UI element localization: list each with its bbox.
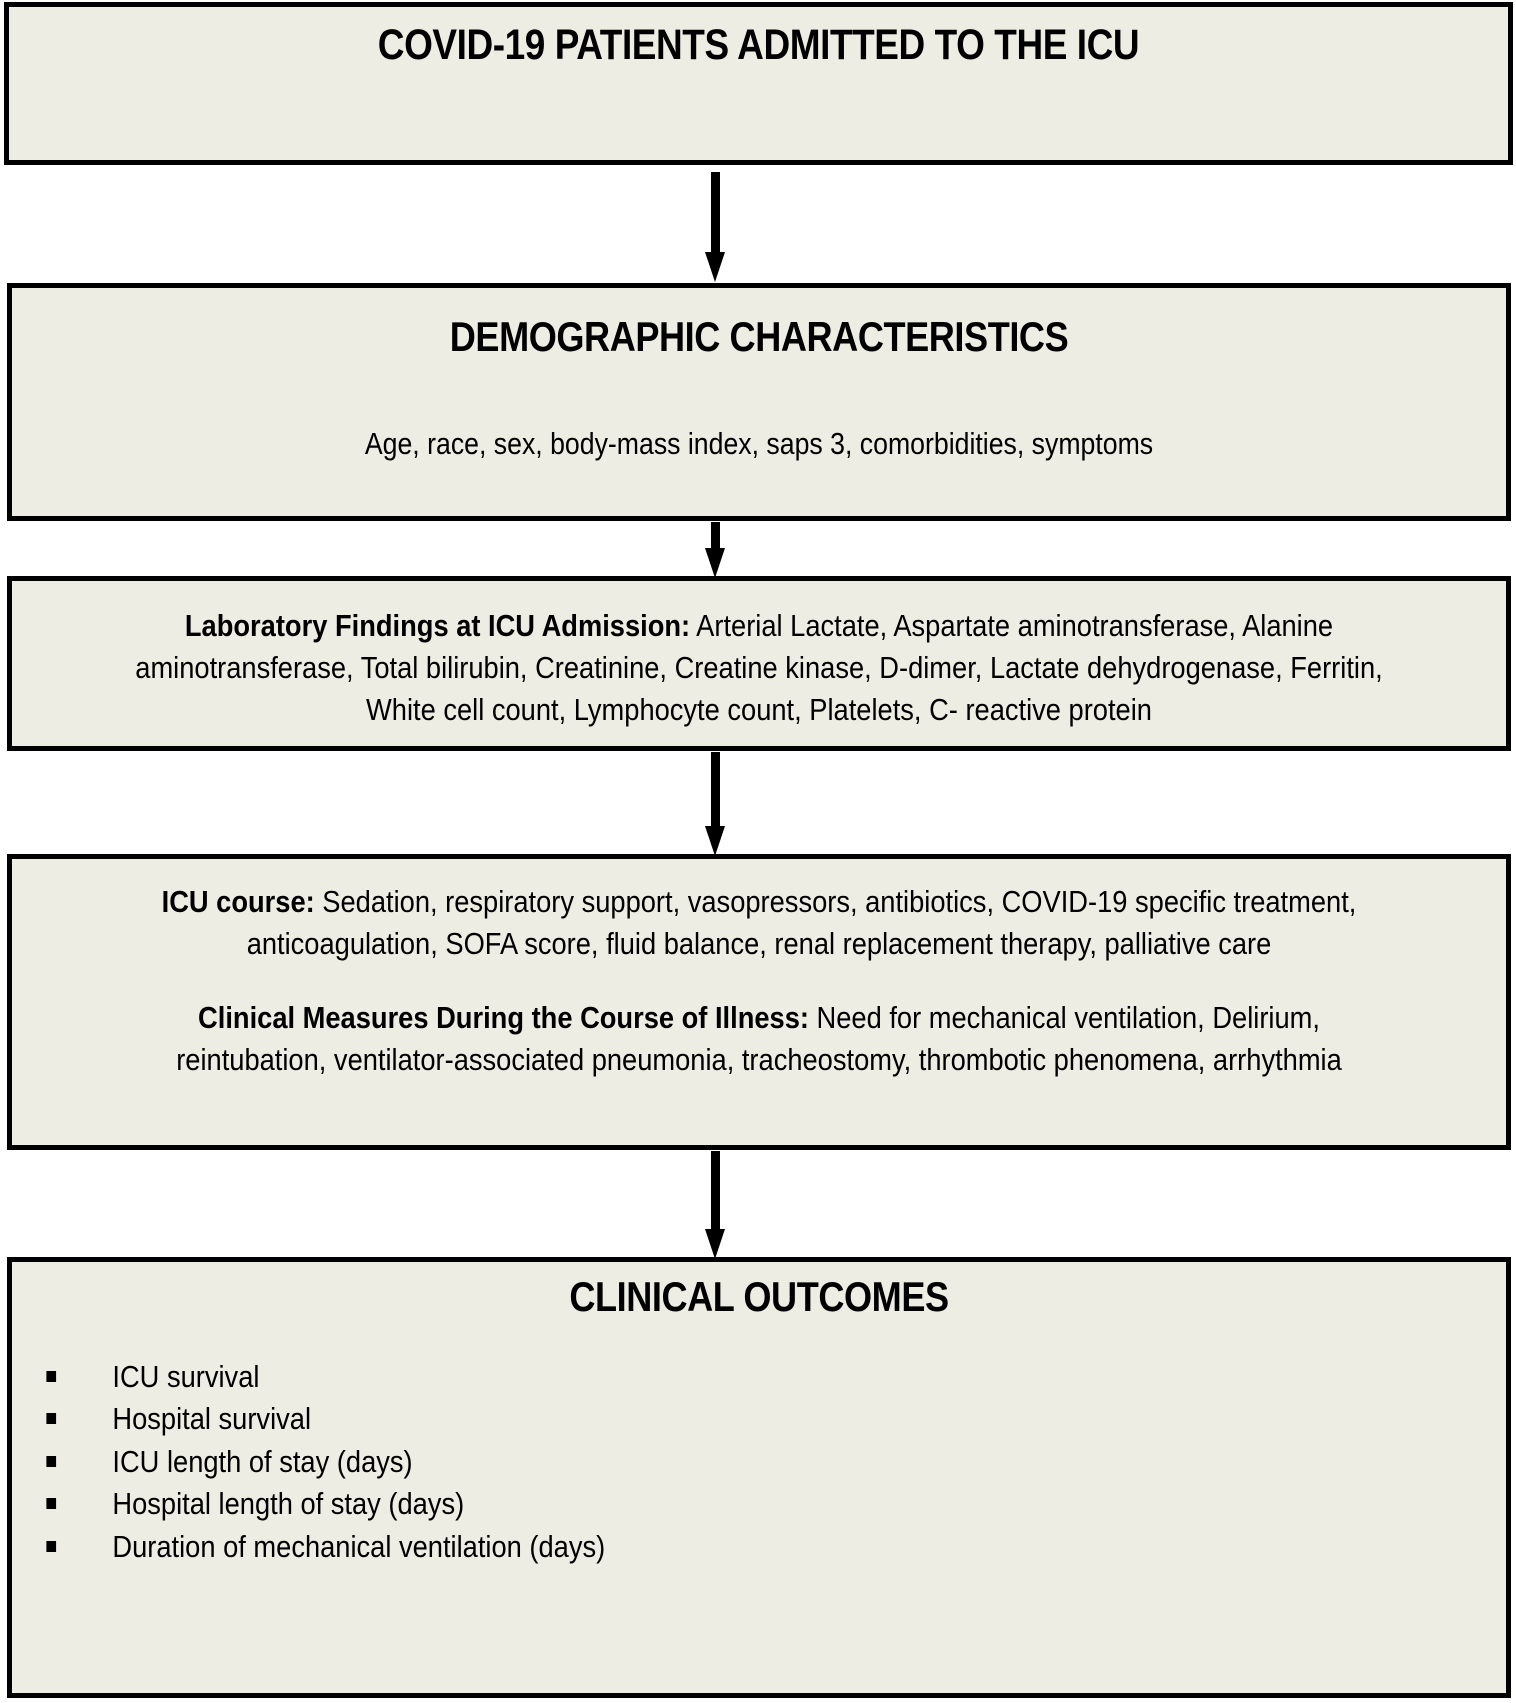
arrow-down-icon-2 xyxy=(705,522,725,578)
list-item-label: Hospital length of stay (days) xyxy=(112,1486,465,1522)
arrow-head xyxy=(705,1229,725,1259)
list-item: ICU survival xyxy=(42,1356,1330,1398)
node-labs-body: Arterial Lactate, Aspartate aminotransfe… xyxy=(135,608,1383,728)
square-bullet-icon xyxy=(46,1498,57,1510)
list-item: Hospital length of stay (days) xyxy=(42,1483,1330,1525)
node-icu-course-paragraph: ICU course: Sedation, respiratory suppor… xyxy=(102,859,1417,965)
list-item-label: Hospital survival xyxy=(112,1401,312,1437)
node-clinical-measures-paragraph: Clinical Measures During the Course of I… xyxy=(102,965,1417,1081)
node-demographics-title: DEMOGRAPHIC CHARACTERISTICS xyxy=(449,313,1069,360)
arrow-head xyxy=(705,548,725,578)
arrow-down-icon-1 xyxy=(705,172,725,282)
square-bullet-icon xyxy=(46,1413,57,1425)
arrow-down-icon-4 xyxy=(705,1151,725,1259)
list-item: Hospital survival xyxy=(42,1398,1330,1440)
node-labs-paragraph: Laboratory Findings at ICU Admission: Ar… xyxy=(102,581,1417,731)
arrow-shaft xyxy=(711,1151,720,1231)
node-clinical-measures-body: Need for mechanical ventilation, Deliriu… xyxy=(176,1000,1342,1078)
node-demographics-subtitle: Age, race, sex, body-mass index, saps 3,… xyxy=(364,426,1154,461)
list-item: Duration of mechanical ventilation (days… xyxy=(42,1526,1330,1568)
arrow-shaft xyxy=(711,522,720,550)
list-item-label: ICU survival xyxy=(112,1359,260,1394)
node-labs-heading: Laboratory Findings at ICU Admission: xyxy=(184,608,691,643)
node-covid-patients-title: COVID-19 PATIENTS ADMITTED TO THE ICU xyxy=(377,21,1140,69)
node-icu-course-body: Sedation, respiratory support, vasopress… xyxy=(246,884,1357,962)
node-icu-course-heading: ICU course: xyxy=(161,884,315,919)
node-demographic-characteristics: DEMOGRAPHIC CHARACTERISTICS Age, race, s… xyxy=(7,283,1511,521)
square-bullet-icon xyxy=(46,1540,57,1552)
node-covid-patients: COVID-19 PATIENTS ADMITTED TO THE ICU xyxy=(4,2,1513,165)
list-item: ICU length of stay (days) xyxy=(42,1441,1330,1483)
arrow-shaft xyxy=(711,172,720,254)
square-bullet-icon xyxy=(46,1371,57,1382)
arrow-down-icon-3 xyxy=(705,752,725,856)
square-bullet-icon xyxy=(46,1455,57,1467)
node-icu-course: ICU course: Sedation, respiratory suppor… xyxy=(7,854,1511,1150)
node-laboratory-findings: Laboratory Findings at ICU Admission: Ar… xyxy=(7,576,1511,751)
node-clinical-measures-heading: Clinical Measures During the Course of I… xyxy=(198,1000,809,1036)
node-clinical-outcomes-title: CLINICAL OUTCOMES xyxy=(569,1273,949,1320)
list-item-label: ICU length of stay (days) xyxy=(112,1443,413,1479)
arrow-head xyxy=(705,252,725,282)
arrow-shaft xyxy=(711,752,720,828)
arrow-head xyxy=(705,826,725,856)
list-item-label: Duration of mechanical ventilation (days… xyxy=(112,1528,606,1564)
